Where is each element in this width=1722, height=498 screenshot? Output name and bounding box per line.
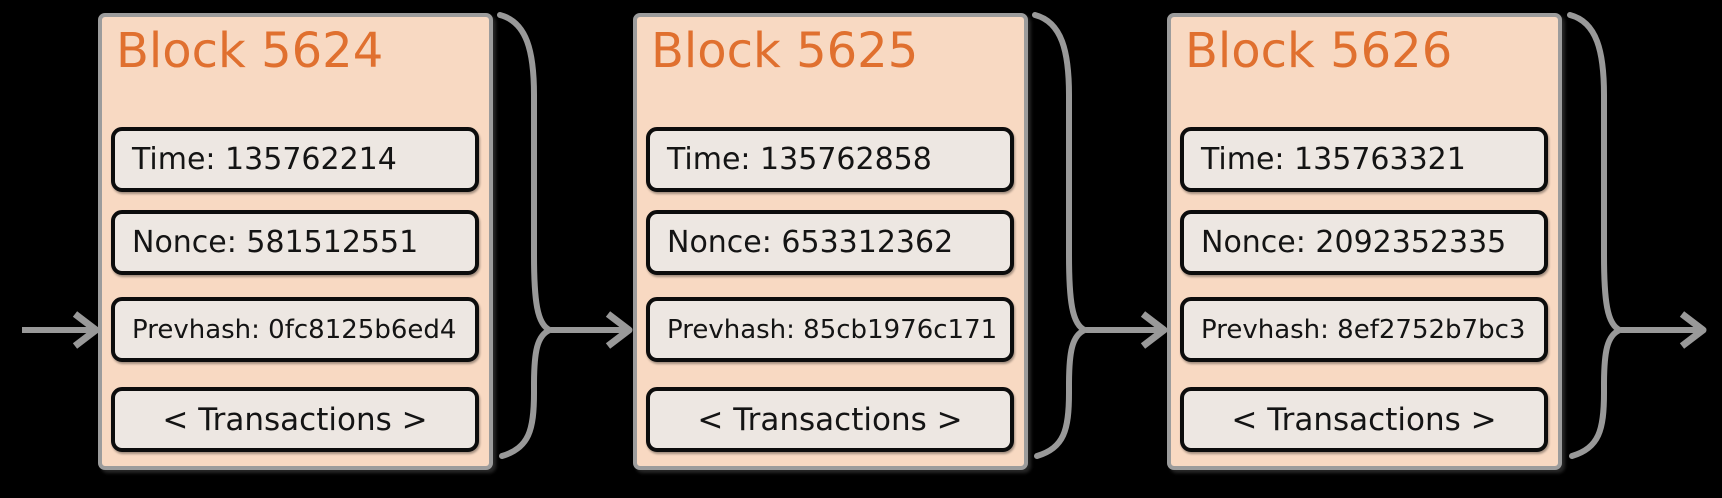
prevhash-field: Prevhash: 0fc8125b6ed4 bbox=[111, 297, 479, 362]
nonce-field: Nonce: 2092352335 bbox=[1180, 210, 1548, 275]
block-node-5624: Block 5624 Time: 135762214 Nonce: 581512… bbox=[98, 13, 493, 470]
transactions-button[interactable]: < Transactions > bbox=[111, 387, 479, 452]
time-field: Time: 135762858 bbox=[646, 127, 1014, 192]
nonce-field: Nonce: 581512551 bbox=[111, 210, 479, 275]
block-node-5626: Block 5626 Time: 135763321 Nonce: 209235… bbox=[1167, 13, 1562, 470]
prevhash-field: Prevhash: 85cb1976c171 bbox=[646, 297, 1014, 362]
hash-brace-link-1 bbox=[497, 12, 633, 459]
transactions-button[interactable]: < Transactions > bbox=[646, 387, 1014, 452]
hash-brace-link-3 bbox=[1567, 12, 1707, 459]
nonce-field: Nonce: 653312362 bbox=[646, 210, 1014, 275]
transactions-button[interactable]: < Transactions > bbox=[1180, 387, 1548, 452]
time-field: Time: 135763321 bbox=[1180, 127, 1548, 192]
hash-brace-link-2 bbox=[1032, 12, 1168, 459]
time-field: Time: 135762214 bbox=[111, 127, 479, 192]
prevhash-field: Prevhash: 8ef2752b7bc3 bbox=[1180, 297, 1548, 362]
block-node-5625: Block 5625 Time: 135762858 Nonce: 653312… bbox=[633, 13, 1028, 470]
block-title: Block 5626 bbox=[1185, 23, 1453, 79]
block-title: Block 5624 bbox=[116, 23, 384, 79]
incoming-arrow-icon bbox=[22, 311, 100, 349]
block-title: Block 5625 bbox=[651, 23, 919, 79]
